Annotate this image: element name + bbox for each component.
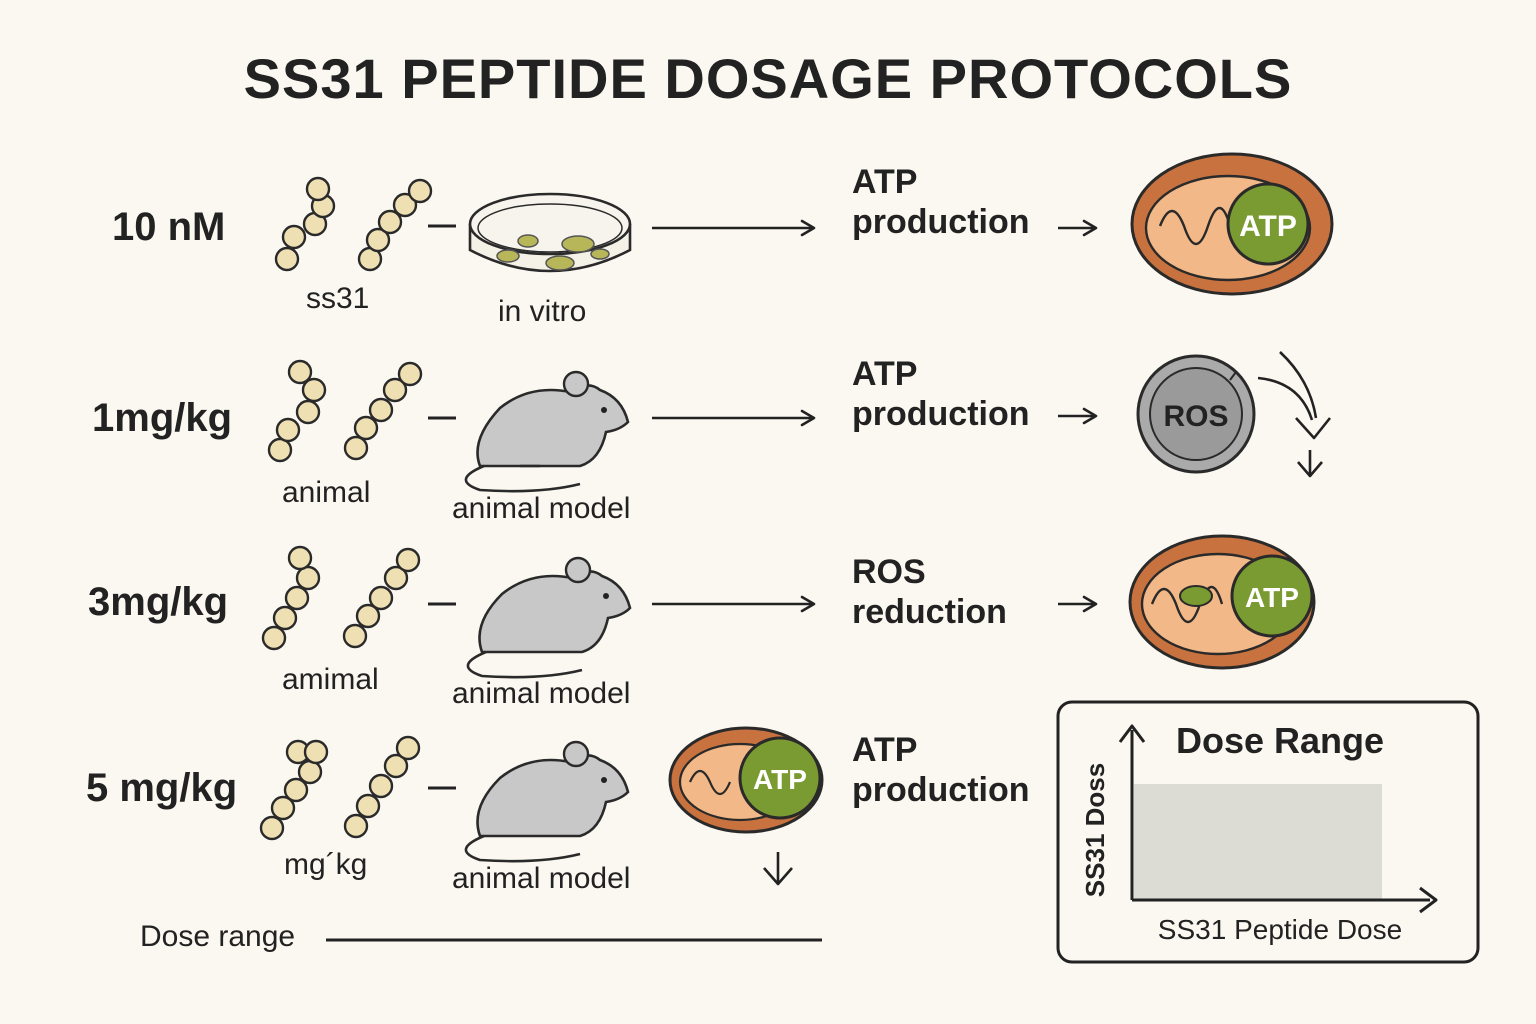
peptide-chain-icon [259,735,421,841]
dose-range-label: Dose range [140,920,296,953]
peptide-chain-icon [267,359,423,463]
result-text-row-4: ATP [753,764,807,795]
down-arrow-icon [1257,351,1332,478]
chart-x-label: SS31 Peptide Dose [1157,914,1403,945]
outcome-row-1-line2: production [852,203,1030,241]
ros-circle-icon [1136,354,1256,474]
outcome-row-1-line1: ATP [852,163,918,201]
chart-title: Dose Range [1175,720,1385,761]
outcome-row-4: ATP production [852,730,1030,810]
mitochondrion-atp-icon [668,726,824,834]
model-label-row-1: in vitro [498,295,587,328]
outcome-row-3-line2: reduction [852,593,1007,631]
mouse-icon [466,556,632,679]
page-title: SS31 PEPTIDE DOSAGE PROTOCOLS [243,47,1293,110]
mouse-icon [464,740,630,863]
chart-x-axis-arrow [1419,886,1438,914]
down-arrow-icon [763,852,793,886]
model-label-row-4: animal model [452,862,631,895]
mouse-icon [464,370,630,493]
dose-label-row-3: 3mg/kg [88,580,229,624]
peptide-label-row-3: amimal [282,663,379,696]
dose-label-row-4: 5 mg/kg [86,766,238,810]
dose-label-row-1: 10 nM [112,205,226,249]
chart-y-axis-arrow [1118,724,1146,743]
model-label-row-3: animal model [452,677,631,710]
outcome-row-2-line1: ATP [852,355,918,393]
chart-y-label: SS31 Doss [1080,762,1110,898]
peptide-label-row-4: mg´kg [284,848,368,881]
petri-dish-icon [468,192,632,273]
mitochondrion-atp-icon [1128,534,1316,670]
dose-label-row-2: 1mg/kg [92,396,233,440]
outcome-row-2-line2: production [852,395,1030,433]
peptide-chain-icon [261,545,421,651]
outcome-row-3-line1: ROS [852,553,926,591]
model-label-row-2: animal model [452,492,631,525]
peptide-label-row-1: ss31 [306,282,370,315]
peptide-chain-icon [274,176,433,272]
outcome-row-4-line1: ATP [852,731,918,769]
result-text-row-2: ROS [1163,400,1228,433]
outcome-row-2: ATP production [852,354,1030,434]
mitochondrion-atp-icon [1130,152,1334,296]
outcome-row-3: ROS reduction [852,552,1007,632]
outcome-row-4-line2: production [852,771,1030,809]
peptide-label-row-2: animal [282,476,371,509]
outcome-row-1: ATP production [852,162,1030,242]
dose-range-area [1134,784,1382,900]
result-text-row-3: ATP [1245,582,1299,613]
result-text-row-1: ATP [1239,210,1297,243]
